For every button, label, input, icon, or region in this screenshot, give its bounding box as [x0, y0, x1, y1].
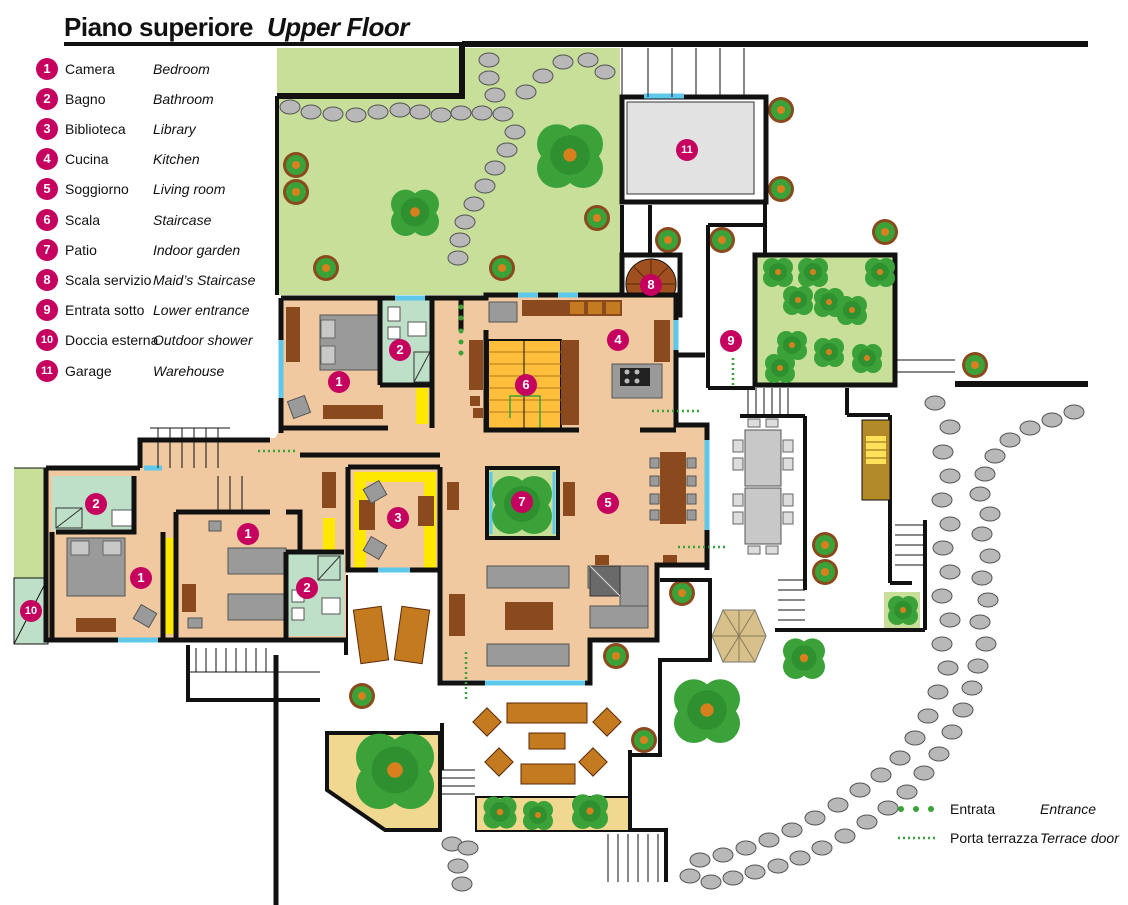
room-marker-bathroom: 2	[389, 339, 411, 361]
legend-badge: 5	[36, 178, 58, 200]
legend-item: 2 Bagno Bathroom	[36, 88, 276, 112]
legend-item: 9 Entrata sotto Lower entrance	[36, 299, 276, 323]
east-garden	[752, 252, 1088, 388]
room-marker-living-room: 5	[597, 492, 619, 514]
legend-label-en: Warehouse	[153, 363, 225, 379]
title-italian: Piano superiore	[64, 12, 254, 42]
room-marker-library: 3	[387, 507, 409, 529]
furniture	[66, 300, 697, 667]
room-marker-bedroom: 1	[130, 567, 152, 589]
legend-item: 6 Scala Staircase	[36, 209, 276, 233]
legend-label-it: Scala	[65, 212, 101, 228]
legend-label-en: Staircase	[153, 212, 212, 228]
legend-item: 4 Cucina Kitchen	[36, 148, 276, 172]
room-marker-staircase: 6	[515, 374, 537, 396]
door-key	[898, 806, 938, 840]
floor-plan-title: Piano superiore Upper Floor	[64, 12, 409, 43]
room-marker-indoor-garden: 7	[511, 491, 533, 513]
entrance-markers	[258, 304, 735, 700]
legend-badge: 10	[36, 329, 58, 351]
legend-label-en: Kitchen	[153, 151, 200, 167]
room-marker-bathroom: 2	[296, 577, 318, 599]
legend-label-it: Entrata sotto	[65, 302, 145, 318]
entrance-key-label-en: Entrance	[1040, 801, 1097, 817]
room-marker-maid-staircase: 8	[640, 274, 662, 296]
room-marker-bathroom: 2	[85, 493, 107, 515]
legend-label-it: Garage	[65, 363, 112, 379]
room-marker-lower-entrance: 9	[720, 330, 742, 352]
legend-badge: 4	[36, 148, 58, 170]
legend-label-it: Patio	[65, 242, 97, 258]
legend-label-it: Soggiorno	[65, 181, 129, 197]
east-corridor	[674, 388, 927, 743]
title-english: Upper Floor	[267, 12, 409, 42]
garage	[619, 48, 769, 205]
legend-item: 11 Garage Warehouse	[36, 360, 276, 384]
entrance-key-label-it: Entrata	[950, 801, 996, 817]
legend-label-it: Biblioteca	[65, 121, 126, 137]
room-marker-garage: 11	[676, 139, 698, 161]
legend-label-en: Maid’s Staircase	[153, 272, 256, 288]
legend-label-it: Doccia esterna	[65, 332, 159, 348]
legend-badge: 8	[36, 269, 58, 291]
windows	[118, 292, 710, 686]
legend-badge: 7	[36, 239, 58, 261]
legend-badge: 6	[36, 209, 58, 231]
terrace-key-label-en: Terrace door	[1040, 830, 1119, 846]
legend-item: 5 Soggiorno Living room	[36, 178, 276, 202]
legend-badge: 2	[36, 88, 58, 110]
legend-label-it: Bagno	[65, 91, 106, 107]
legend-item: 1 Camera Bedroom	[36, 58, 276, 82]
legend-badge: 1	[36, 58, 58, 80]
legend-badge: 9	[36, 299, 58, 321]
room-marker-bedroom: 1	[328, 371, 350, 393]
west-steps	[150, 427, 243, 510]
walls	[43, 292, 710, 686]
legend-item: 7 Patio Indoor garden	[36, 239, 276, 263]
legend-label-en: Outdoor shower	[153, 332, 253, 348]
room-marker-outdoor-shower: 10	[20, 600, 42, 622]
terrace-key-label-it: Porta terrazza	[950, 830, 1038, 846]
legend-label-en: Lower entrance	[153, 302, 250, 318]
legend-label-it: Cucina	[65, 151, 109, 167]
legend-label-en: Living room	[153, 181, 226, 197]
legend-label-en: Bathroom	[153, 91, 214, 107]
legend-label-en: Bedroom	[153, 61, 210, 77]
legend-badge: 11	[36, 360, 58, 382]
legend-label-en: Indoor garden	[153, 242, 241, 258]
legend-badge: 3	[36, 118, 58, 140]
legend-item: 3 Biblioteca Library	[36, 118, 276, 142]
legend-label-it: Scala servizio	[65, 272, 152, 288]
legend-label-it: Camera	[65, 61, 115, 77]
terrace	[186, 575, 712, 905]
legend-label-en: Library	[153, 121, 196, 137]
room-marker-bedroom: 1	[237, 523, 259, 545]
room-marker-kitchen: 4	[607, 329, 629, 351]
